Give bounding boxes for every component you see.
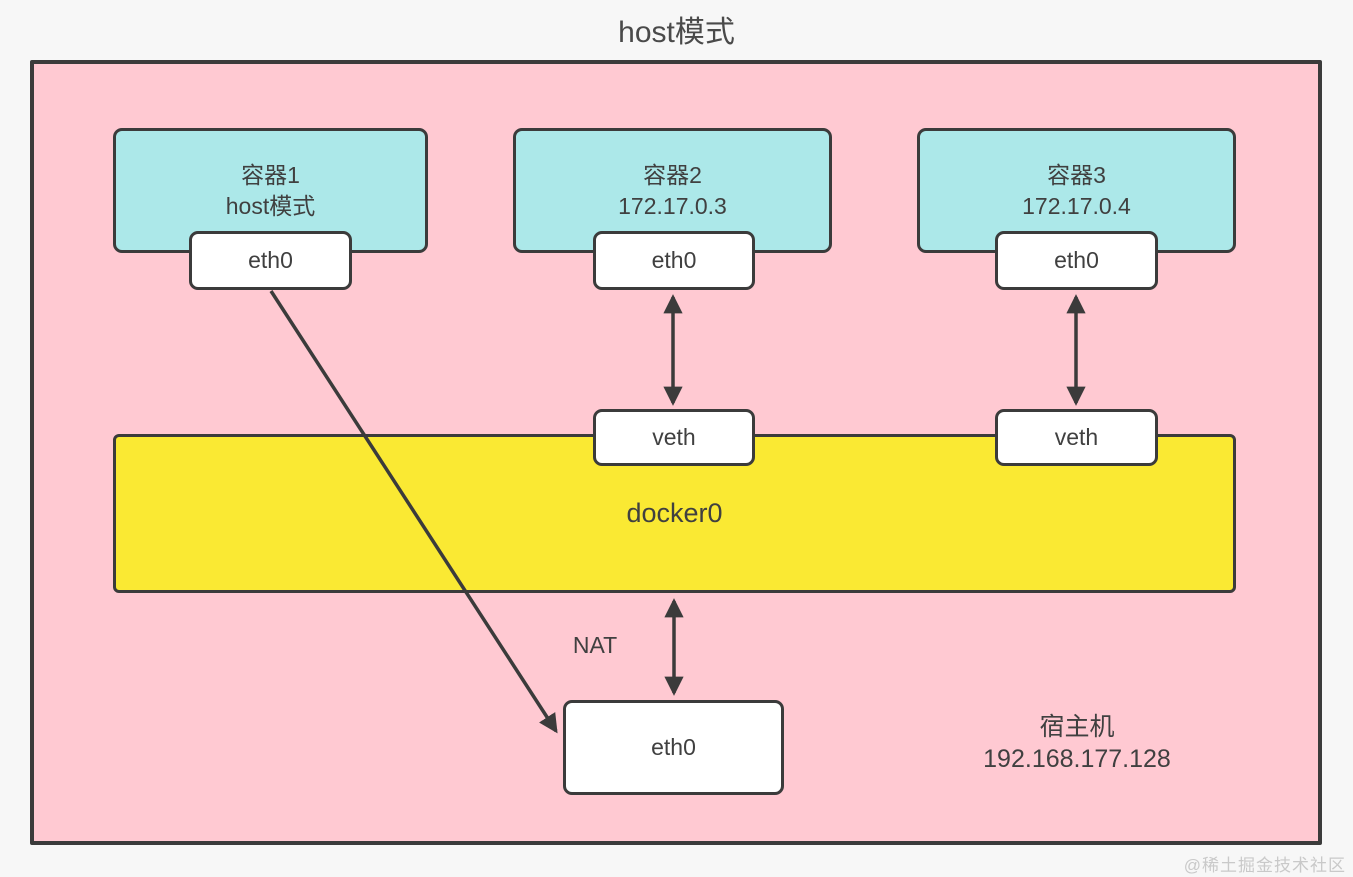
host-eth0-box: eth0 xyxy=(563,700,784,795)
container1-eth0-box: eth0 xyxy=(189,231,352,290)
host-info: 宿主机 192.168.177.128 xyxy=(927,711,1227,775)
container3-ip: 172.17.0.4 xyxy=(1022,192,1131,219)
diagram-title: host模式 xyxy=(618,16,735,49)
container3-eth0-label: eth0 xyxy=(1054,247,1099,273)
host-name-label: 宿主机 xyxy=(1039,713,1115,741)
container1-name: 容器1 xyxy=(241,161,300,188)
container3-eth0-box: eth0 xyxy=(995,231,1158,290)
host-ip-label: 192.168.177.128 xyxy=(983,745,1171,773)
container2-eth0-box: eth0 xyxy=(593,231,755,290)
container1-eth0-label: eth0 xyxy=(248,247,293,273)
watermark: @稀土掘金技术社区 xyxy=(1183,856,1346,875)
container2-ip: 172.17.0.3 xyxy=(618,192,727,219)
veth1-box: veth xyxy=(593,409,755,466)
container2-name: 容器2 xyxy=(643,161,702,188)
container1-mode: host模式 xyxy=(225,192,316,219)
veth1-label: veth xyxy=(652,424,696,450)
container3-name: 容器3 xyxy=(1047,161,1106,188)
host-eth0-label: eth0 xyxy=(651,734,696,760)
nat-label: NAT xyxy=(572,632,618,658)
docker0-label: docker0 xyxy=(626,498,723,528)
arrow-container1-host-eth0 xyxy=(269,290,558,734)
veth2-label: veth xyxy=(1054,424,1099,450)
veth2-box: veth xyxy=(995,409,1158,466)
container2-eth0-label: eth0 xyxy=(651,247,697,273)
